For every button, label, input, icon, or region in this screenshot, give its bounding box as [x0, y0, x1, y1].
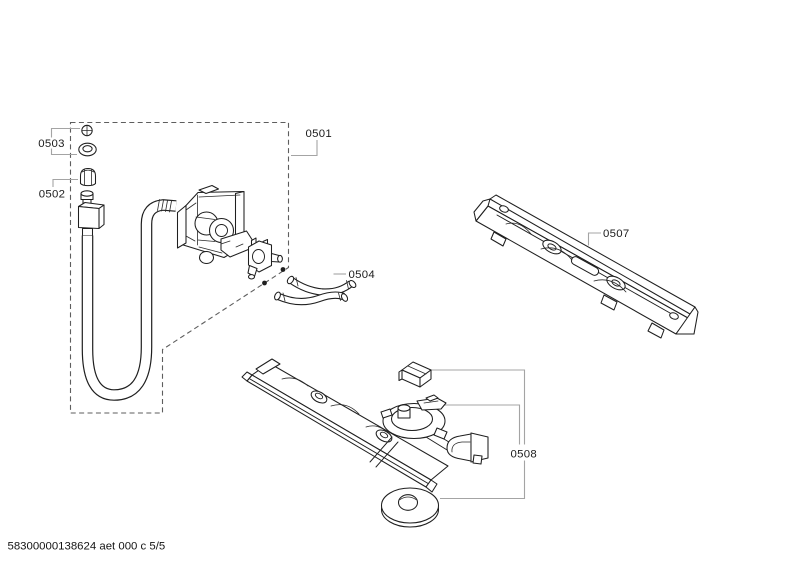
ferrule-lines — [282, 277, 349, 302]
valve-assembly — [176, 184, 253, 265]
washer — [78, 142, 97, 157]
hose-end — [348, 279, 357, 289]
detail-lines — [451, 432, 472, 463]
base-frame-0508 — [241, 358, 489, 528]
solenoid-body — [247, 240, 273, 273]
slot-cutout — [570, 256, 600, 276]
valve-foot — [198, 250, 215, 265]
rail-boss — [310, 390, 328, 404]
solenoid-valve — [247, 237, 283, 280]
fitting-screw — [81, 124, 93, 137]
end-boss — [669, 312, 679, 320]
callout-label-0507: 0507 — [603, 228, 630, 240]
hose-elbow-connector — [77, 190, 105, 237]
callout-leader-0508 — [429, 369, 526, 500]
support-arm-lines — [369, 430, 458, 468]
hub-post-top — [397, 404, 411, 412]
damper-disc — [380, 487, 440, 528]
hub-tab — [433, 427, 448, 440]
cutout-lines — [505, 222, 627, 293]
crossmember-rail — [489, 194, 696, 315]
coil-core — [215, 224, 228, 237]
bracket-left-bar — [176, 204, 187, 249]
callout-0503: 0503 — [38, 137, 65, 150]
end-boss — [499, 205, 509, 213]
hose-rib-lines — [157, 199, 172, 213]
callout-label-0502: 0502 — [39, 189, 66, 201]
rail-right-end — [425, 479, 438, 493]
base-rail — [241, 358, 458, 493]
outlet-tip — [277, 254, 283, 263]
callout-label-0504: 0504 — [349, 269, 376, 281]
callout-leader-0501 — [291, 140, 318, 157]
rail-edge-lines — [487, 205, 689, 319]
left-end-cap — [473, 198, 491, 222]
bracket-notch — [472, 454, 483, 465]
mount-tab — [490, 231, 507, 247]
inlet-hose — [81, 199, 177, 401]
coil-body-lines — [195, 216, 216, 242]
mount-tab — [600, 294, 618, 311]
callout-leader-0502 — [52, 178, 78, 187]
assembly-boundary-0501 — [69, 121, 290, 414]
right-end-cap — [675, 306, 699, 335]
screw-slot-lines — [81, 125, 93, 136]
hose-end — [274, 291, 281, 301]
cutout-lines — [281, 377, 389, 434]
crossmember-0507 — [473, 194, 699, 339]
hose-end — [340, 293, 349, 302]
cap-0502 — [79, 167, 97, 187]
callout-leader-0507 — [587, 232, 601, 246]
block-step-line — [407, 365, 427, 375]
cap-rib-lines — [81, 169, 95, 186]
mounting-screws — [262, 267, 286, 286]
support-bracket — [446, 432, 489, 465]
solenoid-coil — [252, 249, 265, 264]
doc-ref-text: 58300000138624 aet 000 c 5/5 — [8, 541, 166, 553]
bracket-top-tab — [198, 184, 220, 195]
callout-label-0501: 0501 — [306, 128, 333, 140]
detail-lines — [423, 400, 439, 404]
latch-clip — [425, 394, 439, 402]
rail-left-tip — [241, 371, 253, 382]
disc-hub — [397, 494, 419, 511]
rail-edge-line — [249, 378, 430, 485]
hub-tab — [380, 408, 393, 419]
y-distribution-hose-0504 — [274, 275, 357, 306]
label-backing — [38, 137, 65, 149]
latch-hub — [380, 394, 448, 440]
hose-end — [286, 275, 295, 285]
callout-label-0503: 0503 — [38, 138, 65, 150]
callout-label-0508: 0508 — [511, 449, 538, 461]
mount-tab — [647, 322, 665, 339]
bracket-sole — [446, 433, 472, 462]
crossmember-flange — [475, 205, 689, 335]
detail-lines — [220, 240, 244, 248]
screw-dot — [262, 280, 267, 286]
screw-boss — [542, 239, 562, 255]
inlet-hose-assembly — [77, 124, 177, 401]
push-block — [398, 361, 432, 388]
rail-left-tab — [255, 358, 281, 375]
detail-lines — [399, 496, 417, 500]
screw-dot — [280, 267, 286, 272]
outlet-tip — [247, 274, 256, 280]
